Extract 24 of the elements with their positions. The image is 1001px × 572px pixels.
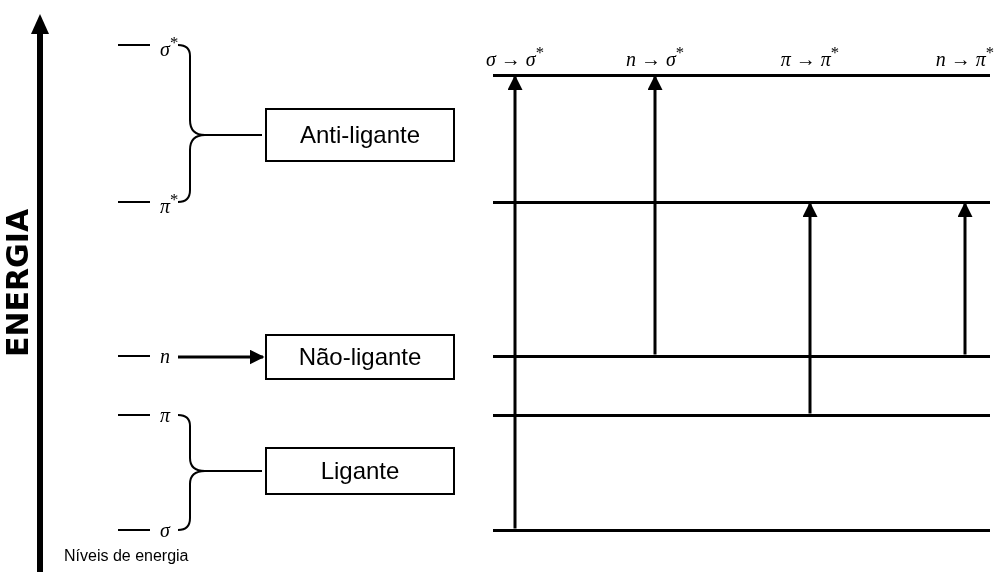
- transition-label: n → π$^{*}$: [934, 45, 996, 69]
- label-box: Ligante: [265, 447, 455, 495]
- energy-level-line: [493, 354, 990, 358]
- level-label: σ: [160, 520, 170, 540]
- label-box: Não-ligante: [265, 334, 455, 380]
- arrow: [957, 202, 973, 355]
- arrow: [178, 349, 265, 365]
- energy-level-line: [493, 413, 990, 417]
- axis-caption: Níveis de energia: [64, 548, 189, 564]
- arrow: [802, 202, 818, 414]
- transition-label: σ → σ$^{*}$: [484, 45, 546, 69]
- transition-label: π → π$^{*}$: [779, 45, 841, 69]
- energy-level-line: [493, 528, 990, 532]
- level-label: π: [160, 405, 171, 425]
- label-box: Anti-ligante: [265, 108, 455, 162]
- arrow: [507, 75, 523, 529]
- level-label: π$^{*}$: [160, 192, 179, 216]
- axis-title: ENERGIA: [3, 208, 34, 358]
- arrow: [647, 75, 663, 355]
- level-label: n: [160, 346, 170, 366]
- energy-level-line: [493, 73, 990, 77]
- energy-level-line: [493, 200, 990, 204]
- transition-label: n → σ$^{*}$: [624, 45, 686, 69]
- level-label: σ$^{*}$: [160, 35, 179, 59]
